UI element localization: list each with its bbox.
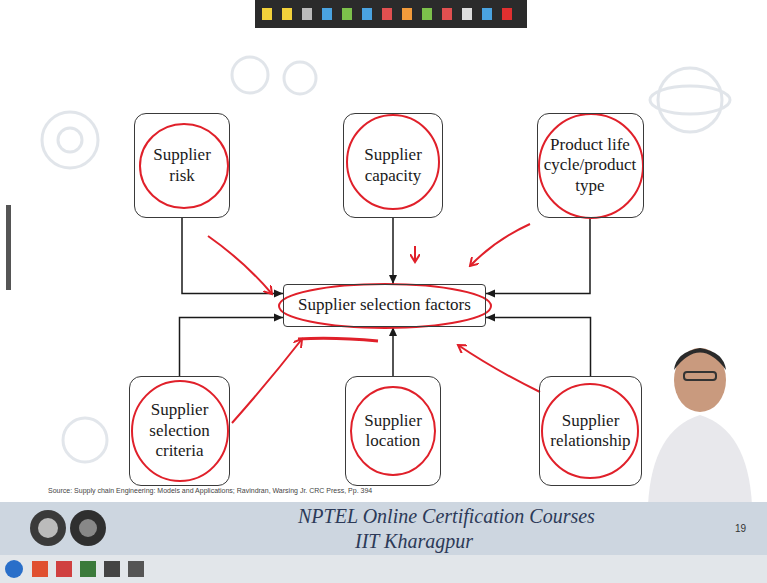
box-text: Supplier risk (139, 145, 225, 186)
connector-arrow (486, 318, 591, 376)
box-text: Product life cycle/product type (542, 135, 639, 196)
connector-arrow (392, 327, 394, 376)
factor-box: Supplier risk (134, 113, 230, 218)
connector-arrow (486, 218, 590, 293)
factor-box: Supplier location (345, 376, 441, 486)
central-box: Supplier selection factors (283, 284, 486, 327)
box-text: Supplier selection factors (298, 295, 471, 315)
box-text: Supplier location (350, 411, 436, 452)
connector-arrow (180, 318, 284, 376)
source-note: Source: Supply chain Engineering: Models… (48, 487, 372, 494)
box-text: Supplier relationship (544, 411, 637, 452)
connector-arrow (182, 218, 283, 293)
footer-title: NPTEL Online Certification Courses (298, 505, 595, 528)
box-text: Supplier capacity (348, 145, 438, 186)
factor-box: Supplier relationship (539, 376, 642, 486)
factor-box: Supplier selection criteria (129, 376, 230, 486)
box-text: Supplier selection criteria (134, 400, 225, 461)
factor-box: Product life cycle/product type (537, 113, 644, 218)
connector-arrow (392, 218, 394, 284)
presenter-figure (648, 348, 752, 505)
slide-number: 19 (735, 523, 746, 534)
footer-institute: IIT Kharagpur (355, 530, 473, 553)
factor-box: Supplier capacity (343, 113, 443, 218)
